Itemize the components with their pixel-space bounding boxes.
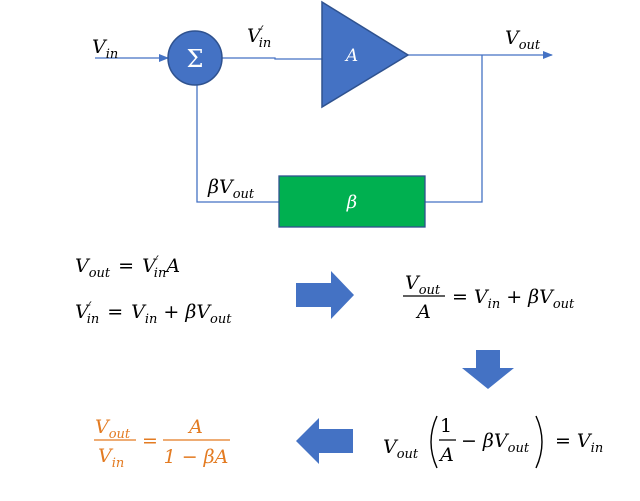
summing-symbol: Σ xyxy=(187,45,204,73)
svg-text:A: A xyxy=(438,444,454,466)
equation-3: Vout A =Vin+βVout xyxy=(403,272,575,323)
feedback-block-label: β xyxy=(346,192,357,213)
summer-output-label: V′in xyxy=(247,24,271,51)
amplifier-triangle xyxy=(321,0,410,109)
output-to-feedback-wire xyxy=(425,55,483,203)
arrow-left xyxy=(296,418,353,464)
svg-text:=: = xyxy=(142,430,158,452)
arrow-down xyxy=(462,350,514,389)
arrow-right-1 xyxy=(296,271,354,319)
svg-text:1 − βA: 1 − βA xyxy=(164,446,229,468)
feedback-block xyxy=(278,175,426,228)
svg-text:1: 1 xyxy=(440,415,452,437)
equation-1: Vout=V′inA xyxy=(75,254,180,281)
feedback-to-summer-wire xyxy=(196,85,279,203)
equation-2: V′in=Vin+βVout xyxy=(75,300,232,327)
svg-text:Vout: Vout xyxy=(95,416,131,442)
summing-junction xyxy=(167,30,223,86)
amplifier-label: A xyxy=(344,46,358,66)
svg-text:Vin: Vin xyxy=(98,445,124,471)
summer-to-amplifier-wire xyxy=(222,57,323,60)
equation-5-result: Vout Vin = A 1 − βA xyxy=(94,416,230,471)
equation-4: Vout 1 A −βVout =Vin xyxy=(383,415,603,469)
output-label: Vout xyxy=(505,27,541,53)
svg-text:A: A xyxy=(187,416,203,438)
svg-text:Vout: Vout xyxy=(405,272,441,298)
svg-text:A: A xyxy=(415,301,431,323)
svg-text:−βVout: −βVout xyxy=(461,430,530,456)
svg-text:=Vin+βVout: =Vin+βVout xyxy=(452,286,575,312)
input-label: Vin xyxy=(92,36,118,62)
feedback-label: βVout xyxy=(207,176,255,202)
svg-text:=Vin: =Vin xyxy=(555,430,603,456)
svg-text:Vout: Vout xyxy=(383,436,419,462)
